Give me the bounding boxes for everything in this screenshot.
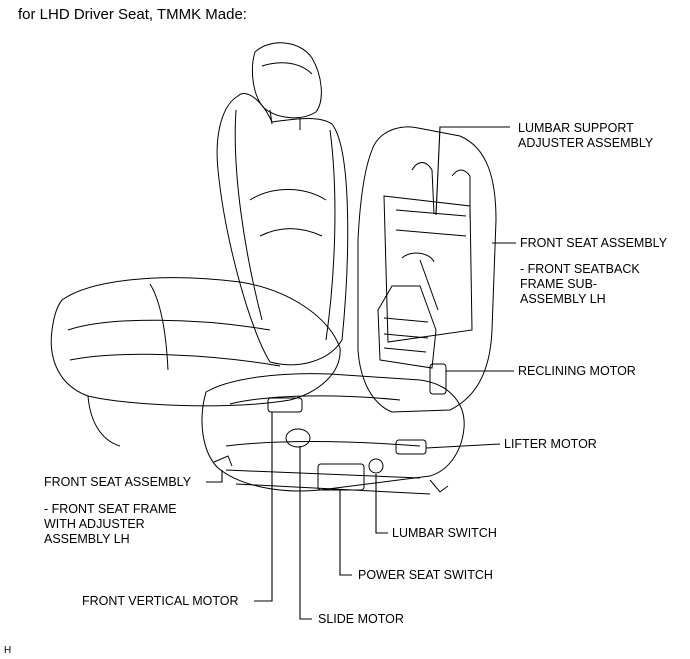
leader-lumbar-switch [375,474,388,534]
front-vertical-motor-body [267,397,303,413]
lumbar-panel [377,285,437,369]
seat-frame-base [201,373,465,492]
label-front-seat-assembly-lower: FRONT SEAT ASSEMBLY [44,475,192,489]
label-slide-motor: SLIDE MOTOR [318,612,404,626]
label-reclining-motor: RECLINING MOTOR [518,364,636,378]
lifter-motor-body [395,439,427,455]
label-front-seatback-frame: - FRONT SEATBACK FRAME SUB- ASSEMBLY LH [520,262,640,306]
leader-power-seat-switch [339,490,352,576]
label-front-seat-frame: - FRONT SEAT FRAME WITH ADJUSTER ASSEMBL… [44,502,177,546]
leader-lifter-motor [425,443,501,449]
power-seat-switch-body [317,463,365,491]
leader-slide-motor [299,446,312,620]
leader-front-seat-assembly-lower [206,470,223,483]
reclining-motor-body [429,363,447,395]
headrest-outline [251,42,322,119]
cushion-outline [50,277,341,407]
lumbar-switch-body [368,458,384,474]
label-lumbar-support-adjuster: LUMBAR SUPPORT ADJUSTER ASSEMBLY [518,121,654,150]
footer-code: H [4,645,12,656]
seatback-frame [357,126,497,413]
slide-motor-body [285,428,311,448]
label-front-vertical-motor: FRONT VERTICAL MOTOR [82,594,239,608]
seatback-outline [216,93,349,366]
label-power-seat-switch: POWER SEAT SWITCH [358,568,493,582]
leader-lumbar-support [435,126,510,216]
label-lumbar-switch: LUMBAR SWITCH [392,526,497,540]
label-front-seat-assembly-upper: FRONT SEAT ASSEMBLY [520,236,668,250]
headrest-support [411,162,471,218]
seat-rail [225,469,431,495]
leader-front-vertical-motor [254,412,273,602]
diagram-title: for LHD Driver Seat, TMMK Made: [18,6,247,23]
label-lifter-motor: LIFTER MOTOR [504,437,597,451]
